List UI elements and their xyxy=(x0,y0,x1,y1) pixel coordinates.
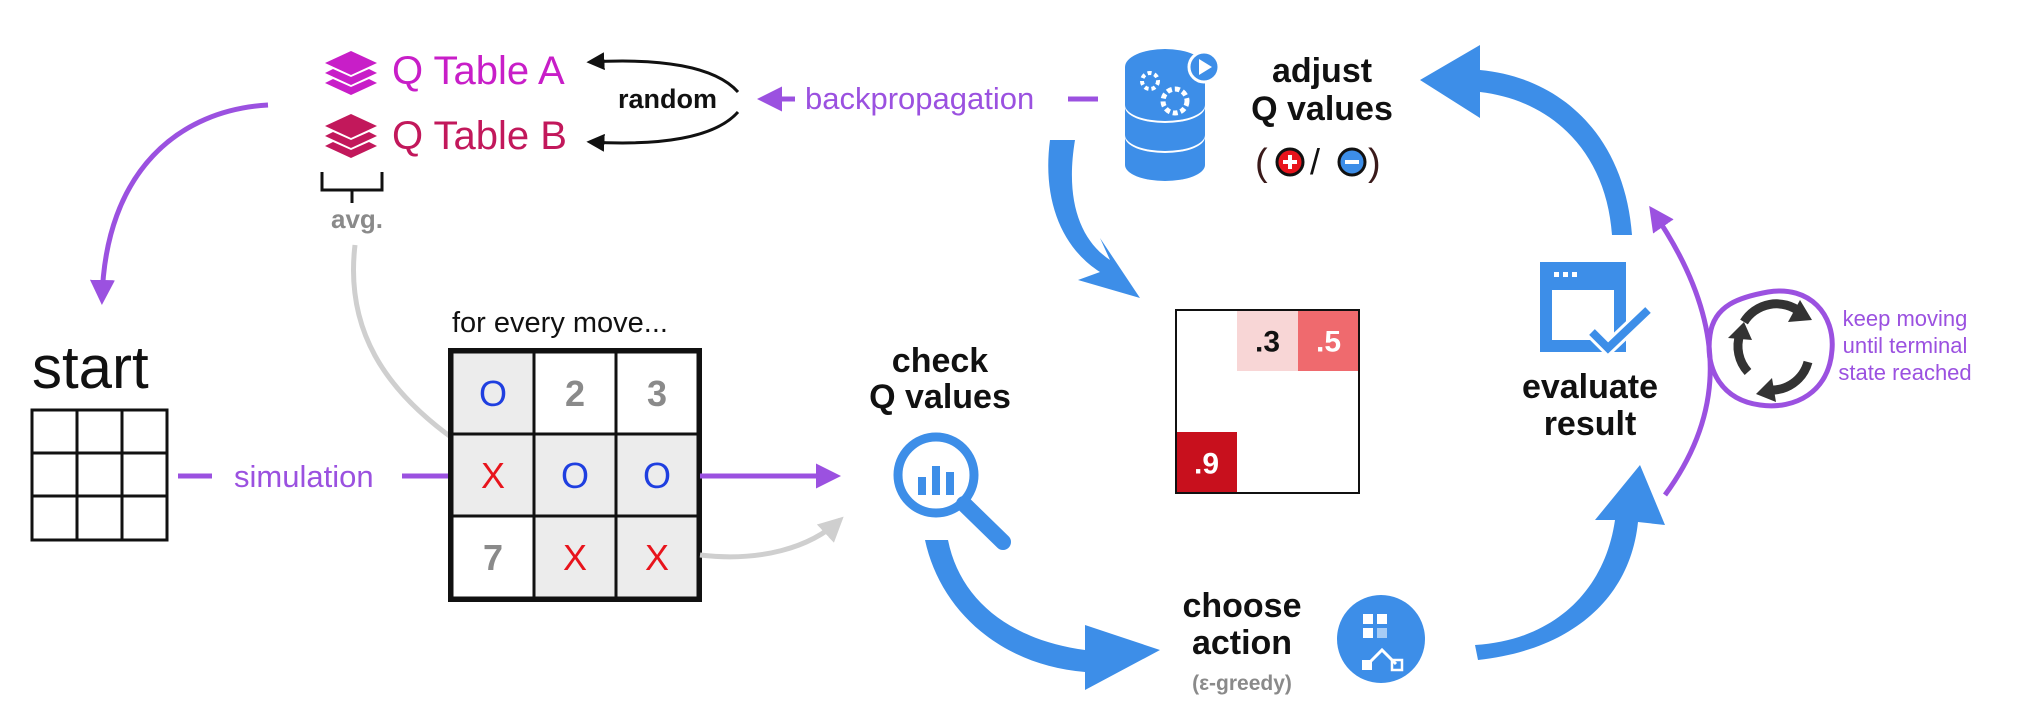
board-cell-mark: 2 xyxy=(565,373,585,414)
board-cell-mark: O xyxy=(561,455,589,496)
q-grid-value: .9 xyxy=(1194,448,1219,481)
q-grid-cell xyxy=(1176,432,1237,493)
simulation-label: simulation xyxy=(234,459,374,494)
decision-tree-icon xyxy=(1337,595,1425,683)
adjust-line2: Q values xyxy=(1251,90,1393,128)
adjust-to-grid-arrow xyxy=(1048,140,1140,298)
evaluate-line2: result xyxy=(1544,405,1637,443)
tables-to-start-arrow xyxy=(89,102,269,305)
q-grid-value: .3 xyxy=(1255,326,1280,359)
analytics-search-icon xyxy=(893,432,1011,550)
choose-line2: action xyxy=(1192,624,1292,662)
evaluate-to-adjust-arrow xyxy=(1420,45,1632,235)
random-arrow-to-a xyxy=(586,52,740,94)
avg-bracket xyxy=(320,172,384,203)
layers-icon xyxy=(325,114,377,158)
adjust-paren-close: ) xyxy=(1368,142,1381,184)
q-table-b: Q Table B xyxy=(325,114,567,158)
loop-cycle-icon xyxy=(1706,288,1835,409)
loop-note-line3: state reached xyxy=(1838,360,1971,385)
plus-badge-icon xyxy=(1275,147,1305,177)
board-cell-mark: X xyxy=(645,537,669,578)
q-table-b-label: Q Table B xyxy=(392,114,567,158)
q-grid-frame xyxy=(1175,309,1360,494)
board-caption: for every move... xyxy=(452,307,668,339)
empty-board xyxy=(30,408,169,542)
board-to-check-gray-arrow xyxy=(699,516,844,560)
q-grid-cell xyxy=(1237,310,1298,371)
check-to-choose-arrow xyxy=(925,540,1160,690)
database-gear-icon xyxy=(1125,49,1221,181)
q-grid-value: .5 xyxy=(1316,326,1341,359)
random-arrow-to-b xyxy=(586,110,740,152)
check-line2: Q values xyxy=(869,378,1011,416)
board-cell xyxy=(532,514,618,600)
start-label: start xyxy=(32,334,149,401)
evaluate-line1: evaluate xyxy=(1522,368,1658,406)
q-value-grid: .3 .5 .9 xyxy=(1175,309,1360,494)
board-cell xyxy=(532,432,618,518)
board-cell xyxy=(614,350,700,436)
adjust-line1: adjust xyxy=(1272,52,1372,90)
board-cell-mark: X xyxy=(563,537,587,578)
minus-badge-icon xyxy=(1337,147,1367,177)
loop-arc-arrow xyxy=(1649,205,1713,497)
board-cell-mark: 3 xyxy=(647,373,667,414)
board-cell-mark: O xyxy=(479,373,507,414)
backprop-label: backpropagation xyxy=(805,81,1034,116)
board-cell-mark: 7 xyxy=(483,537,503,578)
board-cell-mark: O xyxy=(643,455,671,496)
q-table-a: Q Table A xyxy=(325,49,565,95)
adjust-slash: / xyxy=(1310,141,1320,182)
board-cell-mark: X xyxy=(481,455,505,496)
check-line1: check xyxy=(892,342,988,380)
q-table-a-label: Q Table A xyxy=(392,49,565,93)
browser-check-icon xyxy=(1540,262,1653,358)
layers-icon xyxy=(325,51,377,95)
adjust-paren-open: ( xyxy=(1255,142,1268,184)
choose-line1: choose xyxy=(1182,587,1301,625)
q-grid-cell xyxy=(1298,310,1359,371)
loop-note-line1: keep moving xyxy=(1843,306,1968,331)
choose-note: (ε-greedy) xyxy=(1192,672,1292,695)
choose-to-evaluate-arrow xyxy=(1475,465,1665,660)
avg-label: avg. xyxy=(331,204,383,234)
loop-note-line2: until terminal xyxy=(1843,333,1968,358)
random-label: random xyxy=(618,84,717,114)
avg-to-board-curve xyxy=(351,244,457,443)
